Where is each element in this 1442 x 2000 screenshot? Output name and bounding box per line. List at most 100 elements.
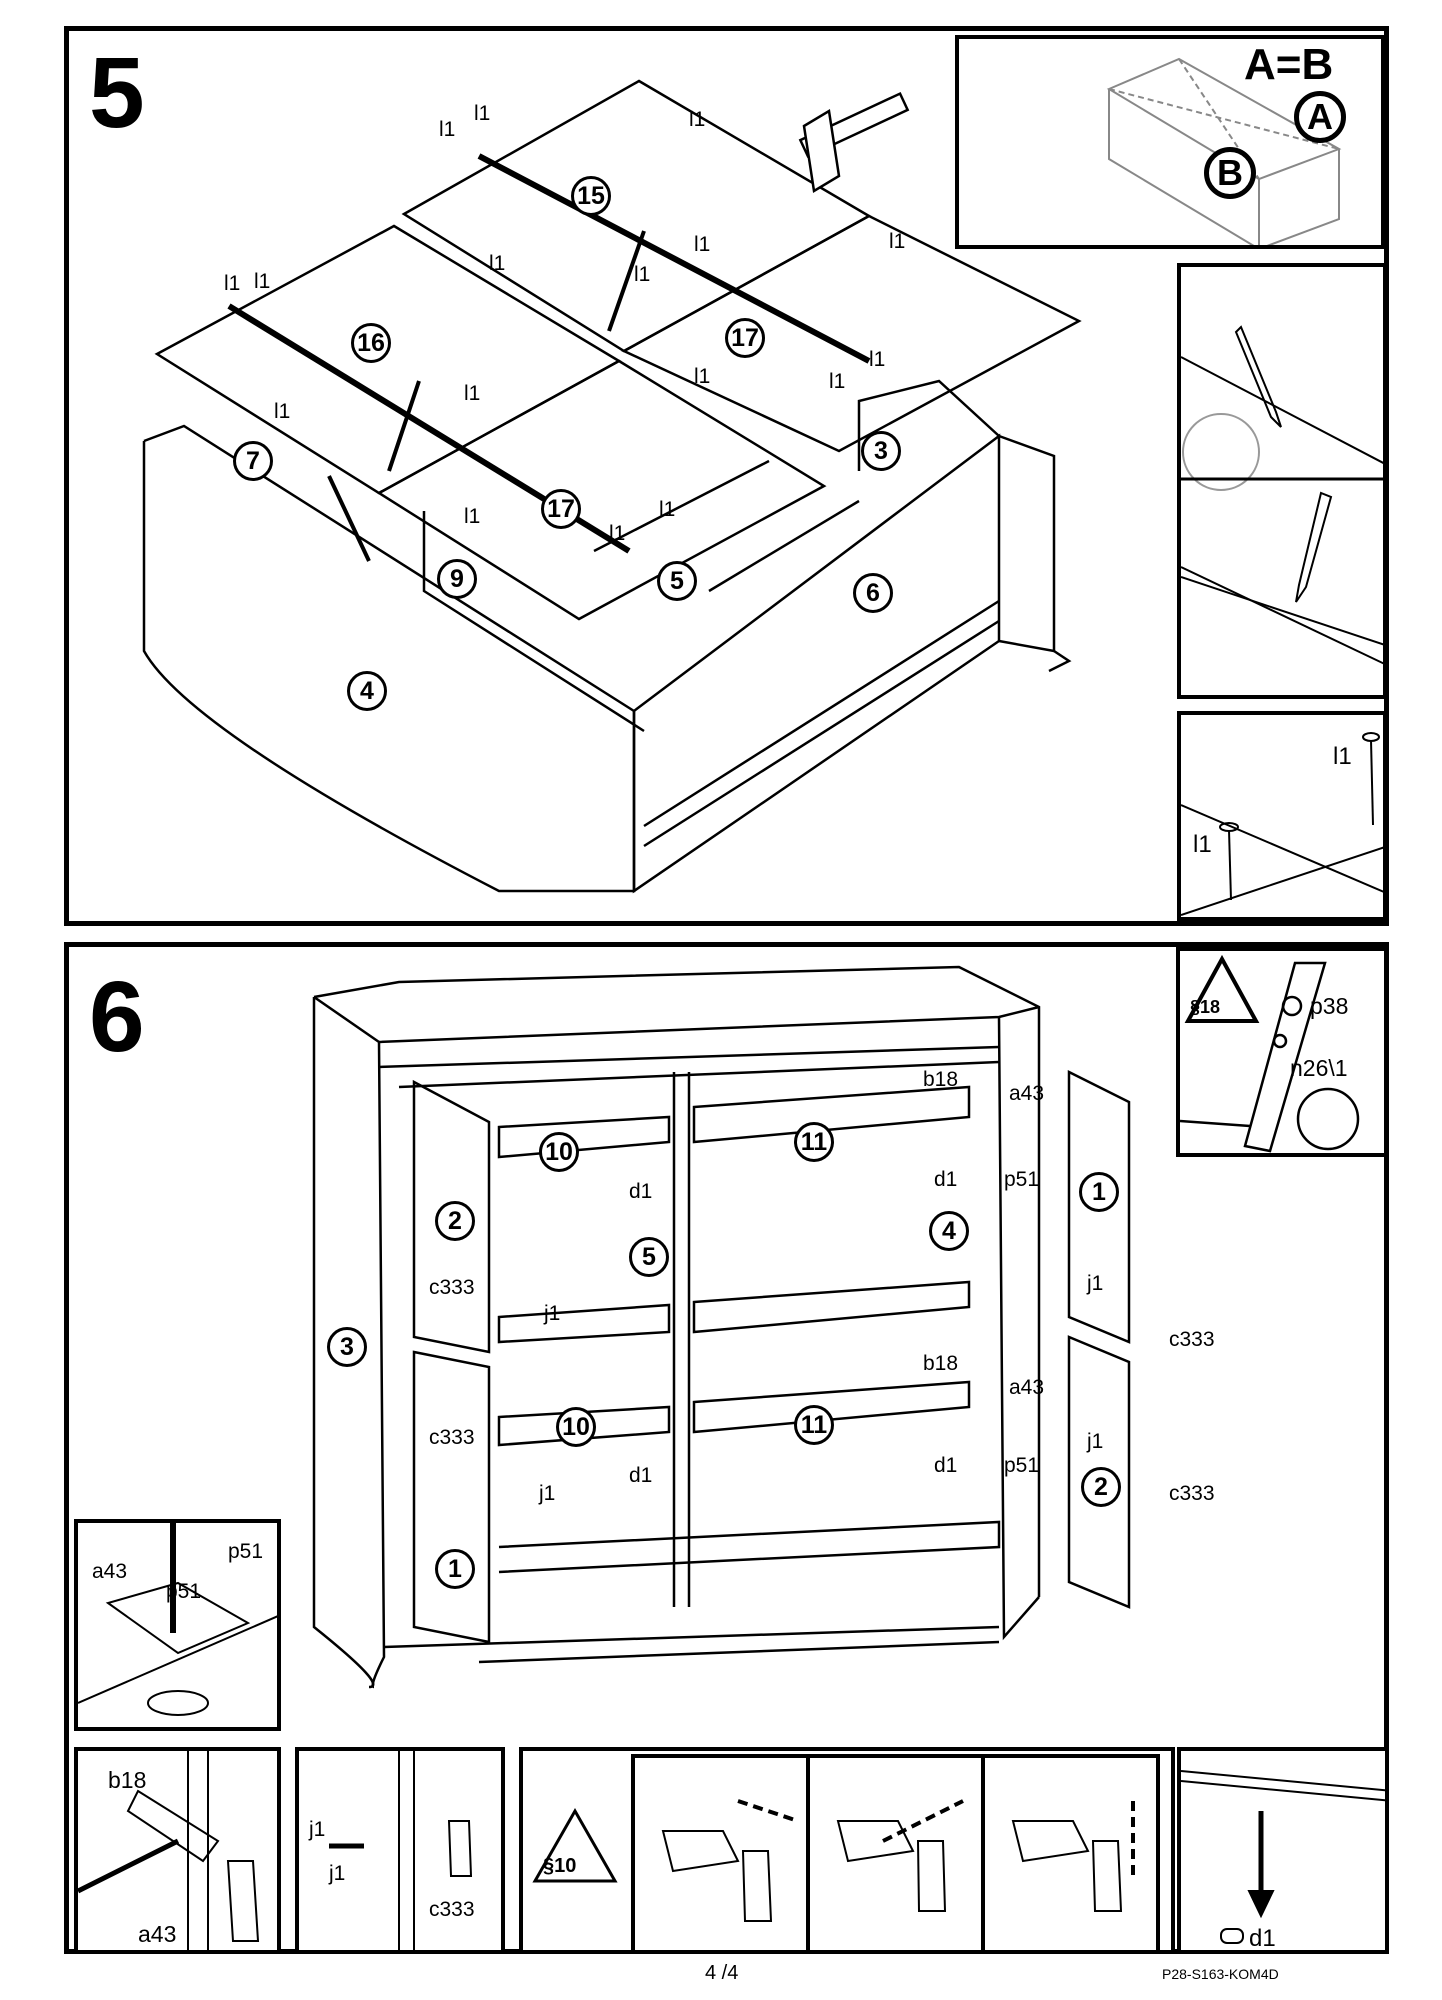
part-11-label: 11 (794, 1405, 834, 1445)
nail-label: l1 (869, 348, 886, 371)
inset-b18-hinge: b18 a43 (74, 1747, 281, 1954)
drawer-box-drawing (1106, 57, 1342, 245)
hw-p51-label: p51 (228, 1540, 264, 1563)
hw-j1-label: j1 (1087, 1430, 1104, 1453)
hw-n26-label: n26\1 (1290, 1055, 1348, 1081)
page-number: 4 /4 (705, 1962, 739, 1984)
inset-hinge-adjust: §10 (519, 1747, 1175, 1954)
diagonal-b-label: B (1204, 147, 1256, 199)
hw-j1-label: j1 (309, 1818, 326, 1841)
hw-b18-label: b18 (108, 1767, 147, 1793)
nail-label: l1 (609, 522, 626, 545)
part-2-label: 2 (1081, 1467, 1121, 1507)
part-9-label: 9 (437, 559, 477, 599)
nail-label: l1 (634, 263, 651, 286)
part-15-label: 15 (571, 176, 611, 216)
hw-c333-label: c333 (429, 1898, 475, 1921)
inset-hinge-mounting: a43 p51 p51 (74, 1519, 281, 1731)
part-5-label: 5 (657, 561, 697, 601)
nails-drawing (1181, 732, 1383, 916)
hw-d1-label: d1 (629, 1180, 653, 1203)
part-16-label: 16 (351, 323, 391, 363)
part-3-label: 3 (861, 431, 901, 471)
step-6-panel: 6 (64, 942, 1389, 1954)
inset-warning-18: §18 p38 n26\1 (1176, 947, 1388, 1157)
pencil-mark-drawing (1181, 325, 1383, 665)
hw-d1-label: d1 (934, 1454, 958, 1477)
nail-label: l1 (659, 498, 676, 521)
part-1-label: 1 (435, 1549, 475, 1589)
inset-pencil-mark (1177, 263, 1387, 699)
document-code: P28-S163-KOM4D (1162, 1966, 1279, 1982)
nail-label: l1 (464, 382, 481, 405)
nail-label: l1 (689, 108, 706, 131)
part-3-label: 3 (327, 1327, 367, 1367)
hw-a43-label: a43 (1009, 1082, 1045, 1105)
warning-10-label: §10 (543, 1855, 577, 1877)
step-5-panel: 5 (64, 26, 1389, 926)
inset-magnet-catch: j1 j1 c333 (295, 1747, 505, 1954)
warning-18-label: §18 (1190, 997, 1221, 1017)
hw-j1-label: j1 (1087, 1272, 1104, 1295)
nail-label: l1 (889, 230, 906, 253)
part-17-label: 17 (541, 489, 581, 529)
part-4-label: 4 (347, 671, 387, 711)
part-2-label: 2 (435, 1201, 475, 1241)
diagonal-a-label: A (1294, 91, 1346, 143)
nail-label: l1 (489, 252, 506, 275)
hw-b18-label: b18 (923, 1352, 959, 1375)
nail-label: l1 (439, 118, 456, 141)
part-17-label: 17 (725, 318, 765, 358)
hw-j1-label: j1 (544, 1302, 561, 1325)
part-7-label: 7 (233, 441, 273, 481)
hw-j1-label: j1 (539, 1482, 556, 1505)
dowel-drawing (1181, 1770, 1385, 1944)
part-4-label: 4 (929, 1211, 969, 1251)
step-number: 5 (89, 37, 145, 149)
inset-dowel: d1 (1177, 1747, 1389, 1954)
hw-d1-label: d1 (934, 1168, 958, 1191)
nail-label: l1 (694, 233, 711, 256)
nail-label: l1 (474, 102, 491, 125)
nail-label: l1 (829, 370, 846, 393)
step-number: 6 (89, 961, 145, 1073)
magnet-catch-drawing (329, 1751, 473, 1950)
nail-label: l1 (1333, 743, 1352, 770)
hw-b18-label: b18 (923, 1068, 959, 1091)
hw-p38-label: p38 (1310, 993, 1349, 1019)
nail-label: l1 (694, 365, 711, 388)
equation-text: A=B (1244, 40, 1334, 89)
inset-nails: l1 l1 (1177, 711, 1387, 921)
hw-a43-label: a43 (138, 1921, 177, 1947)
part-10-label: 10 (539, 1132, 579, 1172)
nail-label: l1 (274, 400, 291, 423)
hinge-plate-drawing (1180, 954, 1360, 1153)
nail-label: l1 (224, 272, 241, 295)
part-10-label: 10 (556, 1407, 596, 1447)
step-6-drawing (312, 965, 1131, 1689)
part-1-label: 1 (1079, 1172, 1119, 1212)
hw-c333-label: c333 (429, 1276, 475, 1299)
hw-p51-label: p51 (1004, 1454, 1040, 1477)
hw-c333-label: c333 (1169, 1328, 1215, 1351)
hw-j1-label: j1 (329, 1862, 346, 1885)
hw-d1-label: d1 (629, 1464, 653, 1487)
part-11-label: 11 (794, 1122, 834, 1162)
b18-hinge-drawing (78, 1751, 260, 1950)
hw-p51-label: p51 (166, 1580, 202, 1603)
hinge-mounting-drawing (78, 1523, 277, 1716)
part-5-label: 5 (629, 1237, 669, 1277)
hw-a43-label: a43 (92, 1560, 128, 1583)
hw-d1-label: d1 (1249, 1925, 1276, 1952)
hinge-adjust-drawing (532, 1754, 1160, 1950)
nail-label: l1 (464, 505, 481, 528)
nail-label: l1 (1193, 831, 1212, 858)
hw-p51-label: p51 (1004, 1168, 1040, 1191)
part-6-label: 6 (853, 573, 893, 613)
inset-diagonal-check: A=B A B (955, 35, 1385, 249)
step-5-drawing (142, 79, 1082, 894)
nail-label: l1 (254, 270, 271, 293)
hw-c333-label: c333 (429, 1426, 475, 1449)
hw-a43-label: a43 (1009, 1376, 1045, 1399)
hw-c333-label: c333 (1169, 1482, 1215, 1505)
